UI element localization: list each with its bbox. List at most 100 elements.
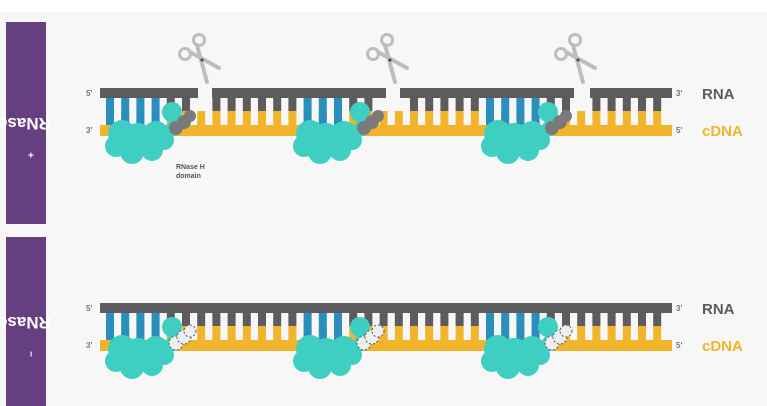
rna-backbone xyxy=(212,88,386,98)
rna-base xyxy=(349,98,358,111)
enzyme-lobe xyxy=(154,345,174,365)
rna-base xyxy=(258,98,266,111)
rna-base xyxy=(425,313,434,326)
rnase-h-domain xyxy=(356,324,385,351)
rna-base xyxy=(638,313,646,326)
hybrid-base-pair xyxy=(486,98,494,125)
rna-base xyxy=(379,313,388,326)
cdna-label: cDNA xyxy=(702,123,743,140)
scissors-handle xyxy=(178,47,192,61)
scissors-blade xyxy=(383,43,397,84)
cdna-3prime-label: 3' xyxy=(86,126,92,135)
cdna-base xyxy=(242,326,251,340)
hybrid-base-pair xyxy=(303,98,312,125)
rna-backbone xyxy=(590,88,672,98)
rna-base xyxy=(364,313,373,326)
rna-base xyxy=(394,313,403,326)
hybrid-base-pair xyxy=(501,98,510,125)
cdna-base xyxy=(258,326,266,340)
cdna-base xyxy=(288,326,297,340)
rna-base xyxy=(349,313,358,326)
scissors-pivot xyxy=(200,58,204,62)
rna-base xyxy=(227,313,236,326)
cdna-base xyxy=(653,111,662,125)
cdna-base xyxy=(622,326,631,340)
scissors-icon xyxy=(178,33,221,84)
scissors-handle xyxy=(192,33,206,47)
cdna-base xyxy=(227,111,236,125)
cdna-base xyxy=(592,326,601,340)
duplex-top xyxy=(100,33,672,164)
rna-base xyxy=(607,98,616,111)
rna-base xyxy=(562,98,570,111)
rna-label: RNA xyxy=(702,301,735,318)
cdna-base xyxy=(577,326,586,340)
rna-base xyxy=(622,313,631,326)
enzyme-lobe xyxy=(530,130,550,150)
cdna-base xyxy=(577,111,586,125)
cdna-base xyxy=(638,326,646,340)
rna-base xyxy=(182,313,190,326)
enzyme-lobe xyxy=(120,140,144,164)
cdna-base xyxy=(622,111,631,125)
rna-base xyxy=(212,313,221,326)
cdna-base xyxy=(425,111,434,125)
rnase-h-lobe xyxy=(183,324,197,338)
rna-label: RNA xyxy=(702,86,735,103)
rna-base xyxy=(288,313,297,326)
cdna-backbone xyxy=(100,340,672,351)
rna-base xyxy=(455,313,464,326)
cdna-base xyxy=(425,326,434,340)
enzyme-lobe xyxy=(308,355,332,379)
hybrid-base-pair xyxy=(151,313,160,340)
rnase-h-domain xyxy=(168,324,197,351)
cdna-base xyxy=(470,326,479,340)
rna-base xyxy=(653,98,662,111)
rna-5prime-label: 5' xyxy=(86,304,92,313)
rna-base xyxy=(607,313,616,326)
rna-base xyxy=(592,98,601,111)
panel-label-rnase-h-plus: RNase H + xyxy=(0,22,51,224)
rna-base xyxy=(212,98,221,111)
reverse-transcriptase xyxy=(293,317,385,379)
enzyme-lobe xyxy=(342,345,362,365)
rna-5prime-label: 5' xyxy=(86,89,92,98)
cdna-base xyxy=(410,111,418,125)
cdna-5prime-label: 5' xyxy=(676,126,682,135)
cdna-base xyxy=(227,326,236,340)
cdna-label: cDNA xyxy=(702,338,743,355)
cdna-base xyxy=(258,111,266,125)
enzyme-finger xyxy=(538,317,558,337)
scissors-blade xyxy=(571,43,585,84)
rna-base xyxy=(562,313,570,326)
scissors-blade xyxy=(195,43,209,84)
reverse-transcriptase xyxy=(293,102,384,164)
hybrid-base-pair xyxy=(136,313,145,340)
cdna-base xyxy=(440,326,449,340)
rna-base xyxy=(470,98,479,111)
enzyme-lobe xyxy=(530,345,550,365)
rna-base xyxy=(197,313,206,326)
cdna-base xyxy=(440,111,449,125)
cdna-base xyxy=(288,111,297,125)
rna-base xyxy=(592,313,601,326)
hybrid-base-pair xyxy=(334,313,342,340)
cdna-base xyxy=(394,326,403,340)
rna-base xyxy=(470,313,479,326)
cdna-base xyxy=(653,326,662,340)
hybrid-base-pair xyxy=(516,313,525,340)
hybrid-base-pair xyxy=(531,98,540,125)
cdna-base xyxy=(455,326,464,340)
rnase-h-lobe xyxy=(559,324,573,338)
diagram-svg: 5' 3' 3' 5' RNA cDNA RNase H domain 5' 3… xyxy=(86,33,743,379)
rnase-h-domain xyxy=(544,324,573,351)
cdna-base xyxy=(607,326,616,340)
rna-base xyxy=(622,98,631,111)
rna-backbone xyxy=(100,303,672,313)
panel-rnase-h-plus: 5' 3' 3' 5' RNA cDNA RNase H domain xyxy=(86,33,743,180)
cdna-base xyxy=(592,111,601,125)
cdna-5prime-label: 5' xyxy=(676,341,682,350)
reverse-transcriptase xyxy=(105,102,196,164)
rnase-h-domain xyxy=(357,110,384,135)
scissors-pivot xyxy=(576,58,580,62)
